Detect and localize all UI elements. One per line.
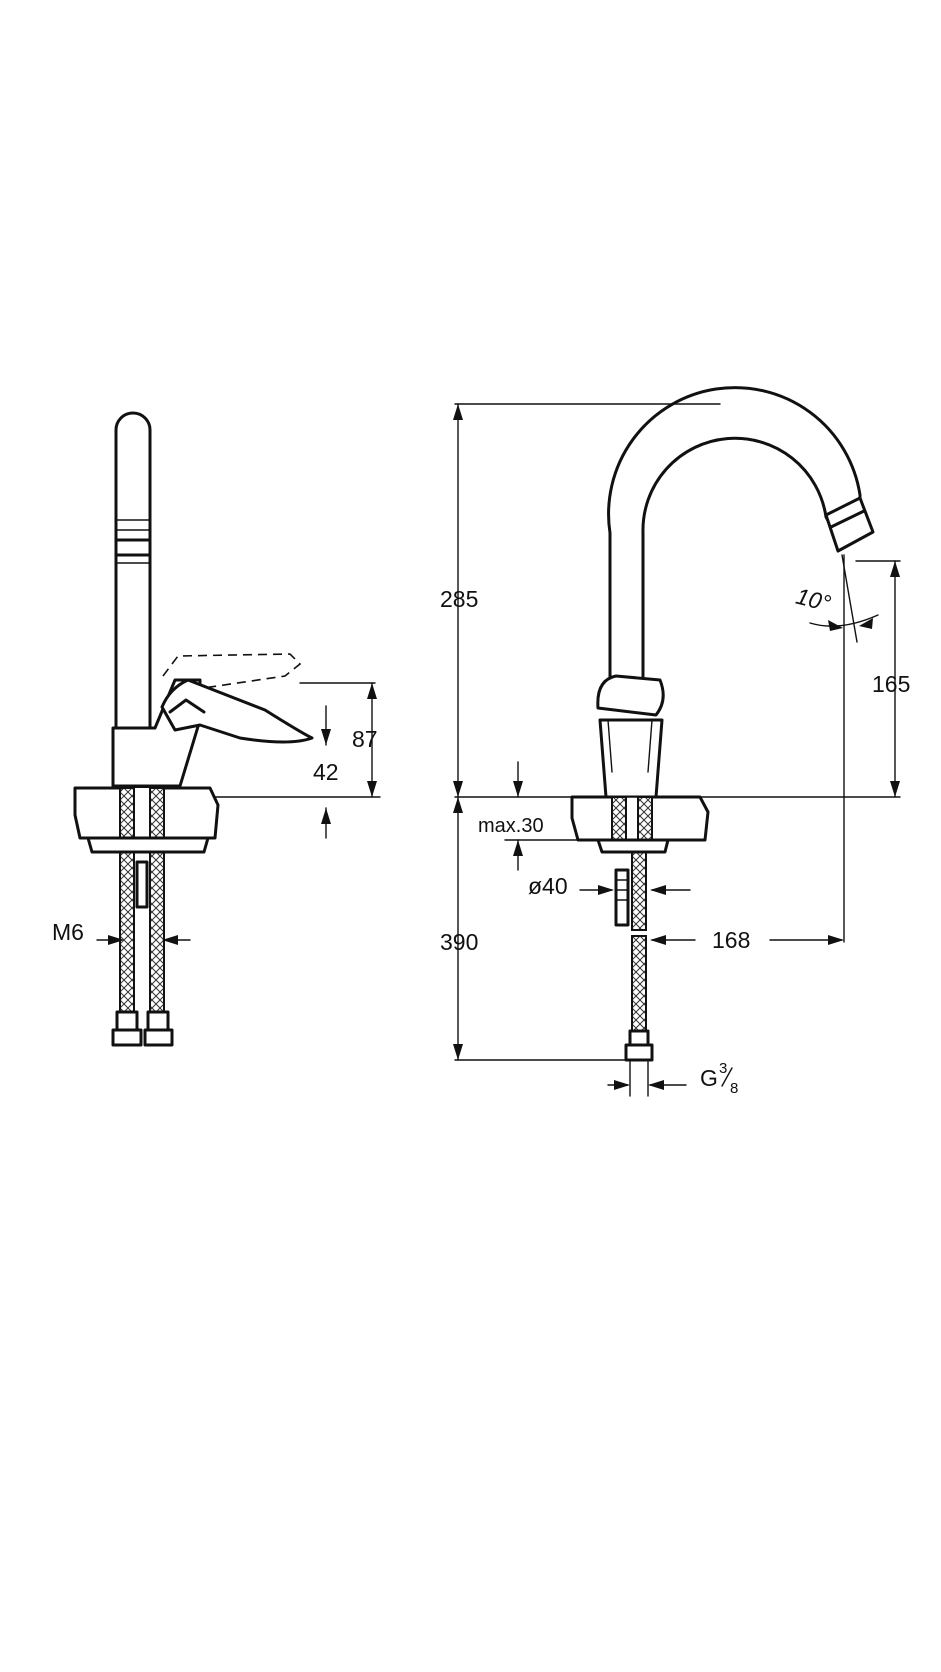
dim-mount-diameter: ø40: [528, 873, 568, 899]
dim-handle-height: 87: [352, 726, 378, 752]
side-hoses: [111, 851, 174, 1047]
dim-below-counter: 390: [440, 929, 478, 955]
side-countertop: [73, 786, 220, 854]
dim-counter-thickness: max.30: [478, 815, 544, 837]
lever-raised-outline: [162, 653, 302, 691]
front-hoses: [614, 851, 654, 1062]
dim-165-lines: [699, 560, 901, 798]
dim-o40-lines: [579, 885, 691, 895]
front-spout: [607, 386, 875, 714]
dim-connection: G 3 8: [700, 1060, 738, 1097]
dim-spout-drop: 165: [872, 671, 910, 697]
svg-text:8: 8: [730, 1080, 738, 1097]
front-countertop: [570, 795, 710, 854]
side-lever: [160, 678, 314, 744]
dim-max30-lines: [504, 761, 601, 871]
side-view: 87 42 M6: [52, 411, 381, 1047]
dim-87-lines: [214, 682, 381, 839]
dim-total-height: 285: [440, 586, 478, 612]
svg-text:3: 3: [719, 1060, 727, 1077]
dim-spout-reach: 168: [712, 927, 750, 953]
dim-m6-lines: [96, 935, 191, 945]
dim-g38-lines: [607, 1061, 687, 1097]
side-spout: [114, 411, 152, 732]
svg-text:G: G: [700, 1065, 718, 1091]
dim-thread: M6: [52, 919, 84, 945]
front-body: [596, 674, 665, 799]
dim-168-lines: [650, 935, 844, 945]
dim-angle-lines: [809, 554, 879, 943]
dim-handle-lower: 42: [313, 759, 339, 785]
dim-vertical-lines: [453, 403, 721, 1061]
dim-spout-angle: 10°: [793, 583, 833, 617]
front-view: 285 390 max.30 ø40 165: [440, 386, 910, 1097]
